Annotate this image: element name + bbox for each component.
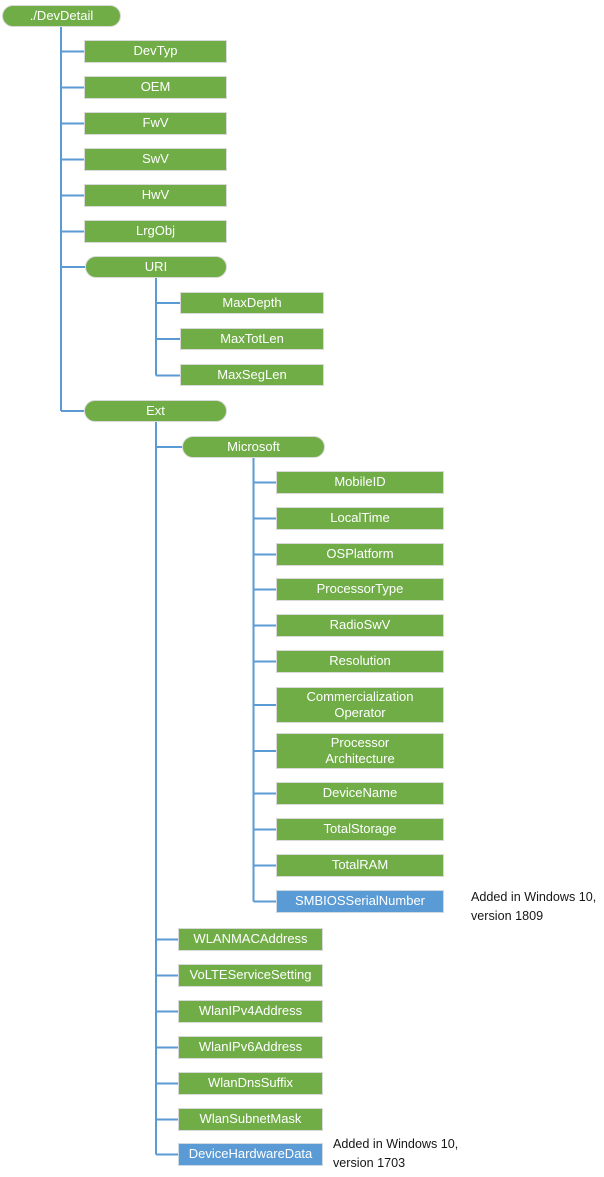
node-voltservicesetting: VoLTEServiceSetting <box>178 964 323 987</box>
annotation-smbios-added-1809: Added in Windows 10, version 1809 <box>471 890 597 923</box>
node-devicehardwaredata: DeviceHardwareData <box>178 1143 323 1166</box>
node-maxseglen: MaxSegLen <box>180 364 324 386</box>
node-hwv: HwV <box>84 184 227 207</box>
node-wlansubnetmask: WlanSubnetMask <box>178 1108 323 1131</box>
node-swv: SwV <box>84 148 227 171</box>
node-ext: Ext <box>84 400 227 422</box>
node-radioswv: RadioSwV <box>276 614 444 637</box>
node-commercialization-operator: Commercialization Operator <box>276 687 444 723</box>
node-processortype: ProcessorType <box>276 578 444 601</box>
node-localtime: LocalTime <box>276 507 444 530</box>
node-devdetail-root: ./DevDetail <box>2 5 121 27</box>
node-maxtotlen: MaxTotLen <box>180 328 324 350</box>
node-osplatform: OSPlatform <box>276 543 444 566</box>
node-totalram: TotalRAM <box>276 854 444 877</box>
node-wlanipv6address: WlanIPv6Address <box>178 1036 323 1059</box>
node-smbiosserialnumber: SMBIOSSerialNumber <box>276 890 444 913</box>
node-oem: OEM <box>84 76 227 99</box>
node-uri: URI <box>85 256 227 278</box>
annotation-devicehardware-added-1703: Added in Windows 10, version 1703 <box>333 1137 459 1170</box>
node-devtyp: DevTyp <box>84 40 227 63</box>
node-resolution: Resolution <box>276 650 444 673</box>
node-totalstorage: TotalStorage <box>276 818 444 841</box>
node-processor-architecture: Processor Architecture <box>276 733 444 769</box>
node-lrgobj: LrgObj <box>84 220 227 243</box>
node-maxdepth: MaxDepth <box>180 292 324 314</box>
node-fwv: FwV <box>84 112 227 135</box>
node-wlanipv4address: WlanIPv4Address <box>178 1000 323 1023</box>
node-devicename: DeviceName <box>276 782 444 805</box>
node-wlandnssuffix: WlanDnsSuffix <box>178 1072 323 1095</box>
node-microsoft: Microsoft <box>182 436 325 458</box>
node-wlanmacaddress: WLANMACAddress <box>178 928 323 951</box>
node-mobileid: MobileID <box>276 471 444 494</box>
